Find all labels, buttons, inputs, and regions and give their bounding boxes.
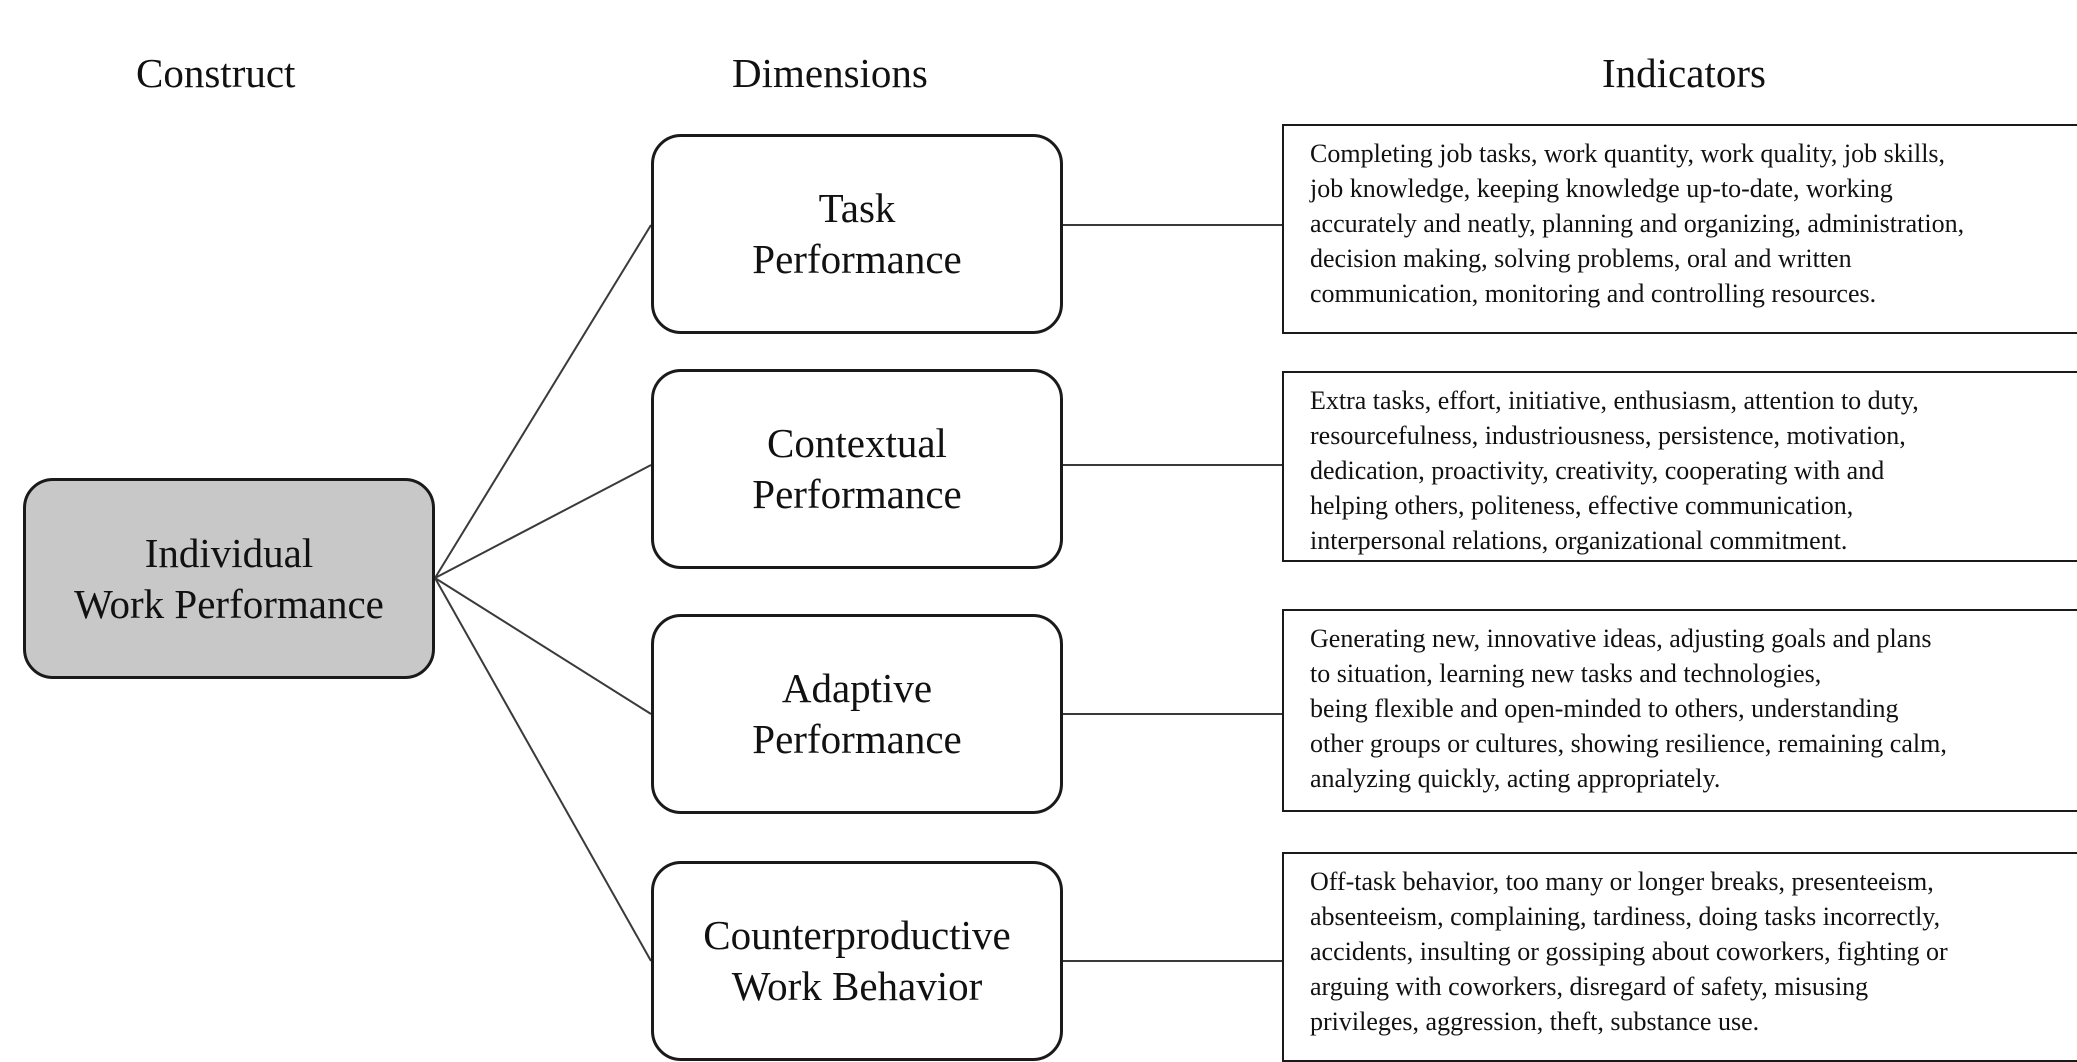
connector-construct-to-counterproductive bbox=[434, 577, 652, 962]
dimension-label-line2: Work Behavior bbox=[731, 963, 983, 1009]
connector-construct-to-contextual bbox=[434, 464, 652, 579]
indicator-text-line: dedication, proactivity, creativity, coo… bbox=[1310, 456, 1885, 485]
indicator-text-line: Extra tasks, effort, initiative, enthusi… bbox=[1310, 386, 1919, 415]
indicators-column-header: Indicators bbox=[1602, 50, 1766, 96]
indicator-text-line: absenteeism, complaining, tardiness, doi… bbox=[1310, 902, 1941, 931]
indicators-box-task-performance: Completing job tasks, work quantity, wor… bbox=[1282, 124, 2077, 334]
construct-label-line1: Individual bbox=[144, 529, 314, 576]
dimension-node-counterproductive-work-behavior: Counterproductive Work Behavior bbox=[651, 861, 1063, 1061]
construct-label-line2: Work Performance bbox=[74, 580, 384, 627]
indicator-text-line: Generating new, innovative ideas, adjust… bbox=[1310, 624, 1932, 653]
dimension-label-line2: Performance bbox=[752, 236, 962, 282]
dimension-label-line1: Counterproductive bbox=[703, 912, 1011, 958]
indicator-text-line: accurately and neatly, planning and orga… bbox=[1310, 209, 1965, 238]
dimensions-column-header: Dimensions bbox=[732, 50, 928, 96]
indicator-text-line: being flexible and open-minded to others… bbox=[1310, 694, 1899, 723]
indicator-text-line: to situation, learning new tasks and tec… bbox=[1310, 659, 1822, 688]
construct-column-header: Construct bbox=[136, 50, 296, 96]
indicator-text-line: accidents, insulting or gossiping about … bbox=[1310, 937, 1948, 966]
indicators-box-counterproductive-work-behavior: Off-task behavior, too many or longer br… bbox=[1282, 852, 2077, 1062]
indicator-text-line: Completing job tasks, work quantity, wor… bbox=[1310, 139, 1946, 168]
dimension-label-line2: Performance bbox=[752, 471, 962, 517]
indicator-text-line: decision making, solving problems, oral … bbox=[1310, 244, 1852, 273]
indicator-text-line: other groups or cultures, showing resili… bbox=[1310, 729, 1947, 758]
indicator-text-line: resourcefulness, industriousness, persis… bbox=[1310, 421, 1906, 450]
dimension-label-line1: Adaptive bbox=[781, 665, 933, 711]
indicators-box-adaptive-performance: Generating new, innovative ideas, adjust… bbox=[1282, 609, 2077, 812]
indicator-text-line: communication, monitoring and controllin… bbox=[1310, 279, 1877, 308]
connector-construct-to-task bbox=[434, 224, 652, 579]
indicators-box-contextual-performance: Extra tasks, effort, initiative, enthusi… bbox=[1282, 371, 2077, 562]
indicator-text-line: helping others, politeness, effective co… bbox=[1310, 491, 1854, 520]
indicator-text-line: interpersonal relations, organizational … bbox=[1310, 526, 1848, 555]
dimension-node-adaptive-performance: Adaptive Performance bbox=[651, 614, 1063, 814]
dimension-label-line1: Contextual bbox=[767, 420, 947, 466]
dimension-label-line1: Task bbox=[818, 185, 896, 231]
indicator-text-line: job knowledge, keeping knowledge up-to-d… bbox=[1310, 174, 1893, 203]
dimension-node-task-performance: Task Performance bbox=[651, 134, 1063, 334]
construct-node: Individual Work Performance bbox=[23, 478, 435, 679]
dimension-node-contextual-performance: Contextual Performance bbox=[651, 369, 1063, 569]
connector-construct-to-adaptive bbox=[434, 577, 652, 715]
indicator-text-line: Off-task behavior, too many or longer br… bbox=[1310, 867, 1934, 896]
indicator-text-line: analyzing quickly, acting appropriately. bbox=[1310, 764, 1721, 793]
dimension-label-line2: Performance bbox=[752, 716, 962, 762]
indicator-text-line: privileges, aggression, theft, substance… bbox=[1310, 1007, 1760, 1036]
indicator-text-line: arguing with coworkers, disregard of saf… bbox=[1310, 972, 1869, 1001]
